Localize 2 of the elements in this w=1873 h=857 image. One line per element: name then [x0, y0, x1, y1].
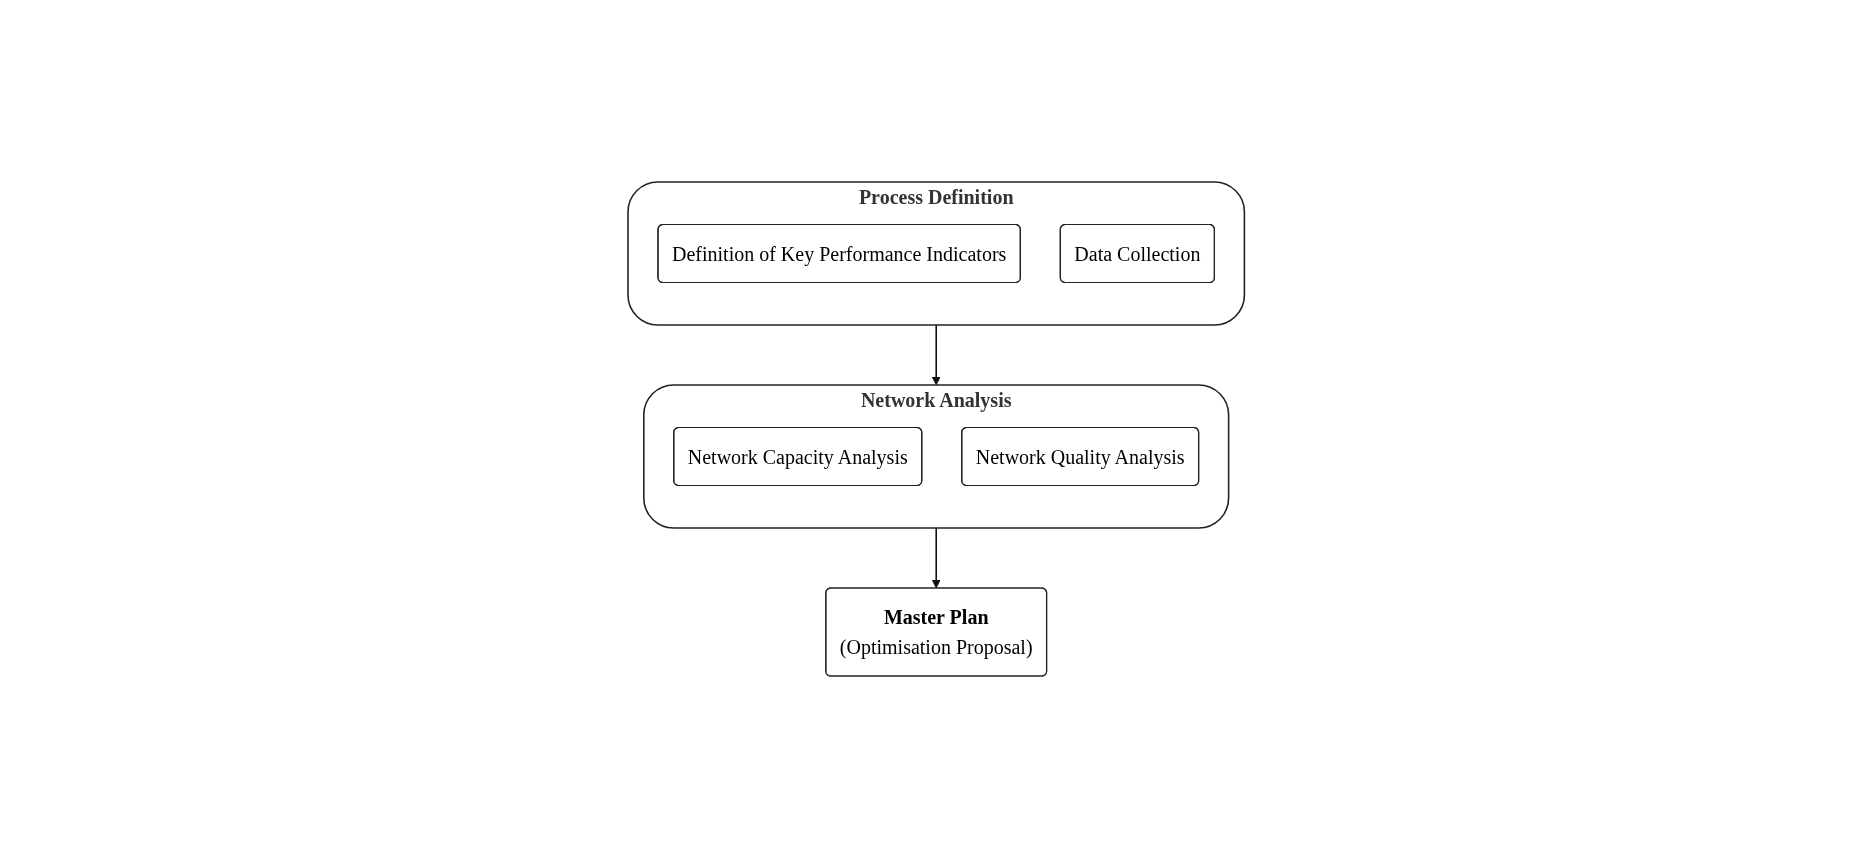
arrow [932, 323, 941, 385]
arrow [932, 526, 941, 588]
